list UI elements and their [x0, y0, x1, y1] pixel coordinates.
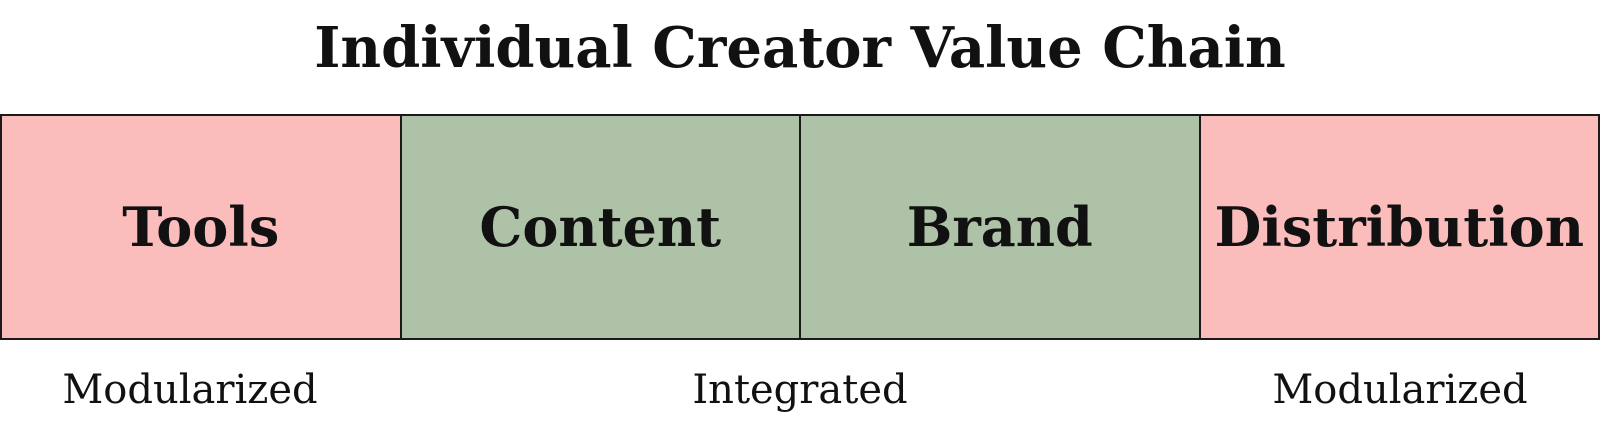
segment-brand-label: Brand	[906, 195, 1093, 259]
segment-tools: Tools	[0, 114, 402, 340]
group-label-middle: Integrated	[692, 367, 908, 413]
group-label-left: Modularized	[62, 367, 318, 413]
segment-brand: Brand	[799, 114, 1201, 340]
diagram-title: Individual Creator Value Chain	[314, 15, 1286, 81]
group-label-right: Modularized	[1272, 367, 1528, 413]
segment-distribution-label: Distribution	[1214, 195, 1584, 259]
segment-content: Content	[399, 114, 801, 340]
segment-tools-label: Tools	[122, 195, 280, 259]
segment-distribution: Distribution	[1198, 114, 1600, 340]
segment-content-label: Content	[479, 195, 722, 259]
value-chain: Tools Content Brand Distribution	[0, 114, 1600, 340]
